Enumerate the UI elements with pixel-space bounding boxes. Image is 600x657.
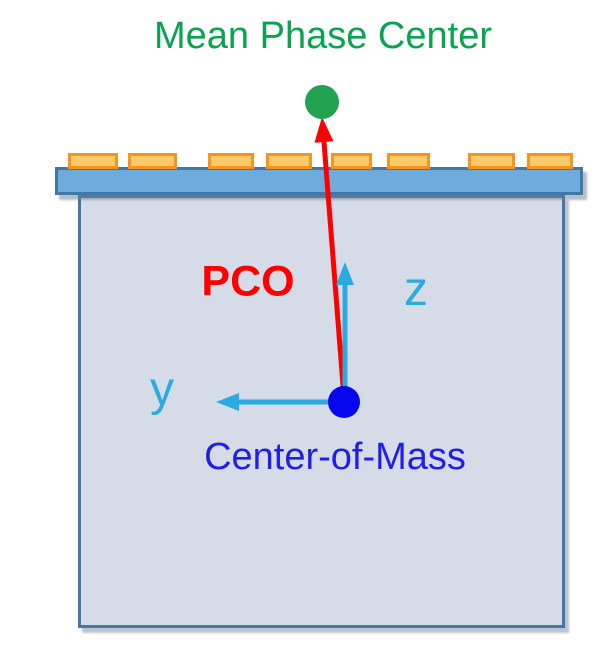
antenna-patch-7 [468, 153, 515, 169]
antenna-patch-1 [68, 153, 118, 169]
z-axis-label: z [404, 263, 428, 316]
antenna-patch-5 [331, 153, 372, 169]
antenna-panel-bar [55, 167, 583, 195]
center-of-mass-label: Center-of-Mass [204, 436, 466, 478]
mean-phase-center-dot [305, 85, 339, 119]
antenna-patch-3 [208, 153, 254, 169]
pco-label: PCO [201, 257, 295, 306]
antenna-patch-2 [128, 153, 177, 169]
antenna-patch-4 [266, 153, 312, 169]
mean-phase-center-label: Mean Phase Center [154, 15, 492, 57]
antenna-patch-6 [387, 153, 430, 169]
y-axis-label: y [150, 363, 174, 416]
antenna-patch-8 [527, 153, 573, 169]
pco-arrowhead [314, 117, 334, 143]
